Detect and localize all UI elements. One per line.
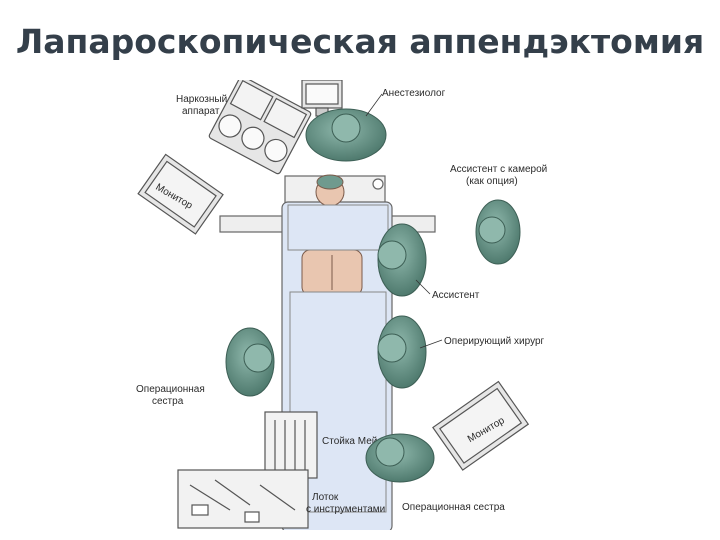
label-instrument-tray-2: с инструментами bbox=[306, 504, 385, 515]
instrument-tray bbox=[177, 469, 309, 529]
label-anesthesiologist: Анестезиолог bbox=[382, 88, 446, 99]
label-camera-assistant-2: (как опция) bbox=[466, 176, 518, 187]
mayo-stand bbox=[264, 411, 318, 479]
label-anesthesia-machine-2: аппарат bbox=[182, 106, 220, 117]
label-camera-assistant-1: Ассистент с камерой bbox=[450, 164, 547, 175]
label-scrub-nurse-2: сестра bbox=[152, 396, 184, 407]
slide-title: Лапароскопическая аппендэктомия bbox=[15, 22, 705, 61]
anesthesiologist-figure bbox=[305, 108, 387, 162]
label-mayo-stand: Стойка Мейо bbox=[322, 436, 383, 447]
label-anesthesia-machine-1: Наркозный bbox=[176, 94, 227, 105]
label-circulating-nurse: Операционная сестра bbox=[402, 502, 505, 513]
anesthesia-machine bbox=[208, 75, 312, 175]
scrub-nurse-figure bbox=[225, 327, 275, 397]
camera-assistant-figure bbox=[475, 199, 521, 265]
left-monitor bbox=[137, 153, 224, 235]
right-monitor bbox=[432, 380, 530, 471]
label-instrument-tray-1: Лоток bbox=[312, 492, 339, 503]
label-assistant: Ассистент bbox=[432, 290, 480, 301]
anesthesia-monitor bbox=[301, 79, 343, 117]
assistant-figure bbox=[377, 223, 427, 297]
label-surgeon: Оперирующий хирург bbox=[444, 336, 545, 347]
operating-room-diagram: Наркозный аппарат Анестезиолог Монитор А… bbox=[120, 75, 560, 535]
surgeon-figure bbox=[377, 315, 427, 389]
label-scrub-nurse-1: Операционная bbox=[136, 384, 205, 395]
patient bbox=[301, 174, 363, 296]
circulating-nurse-figure bbox=[365, 433, 435, 483]
